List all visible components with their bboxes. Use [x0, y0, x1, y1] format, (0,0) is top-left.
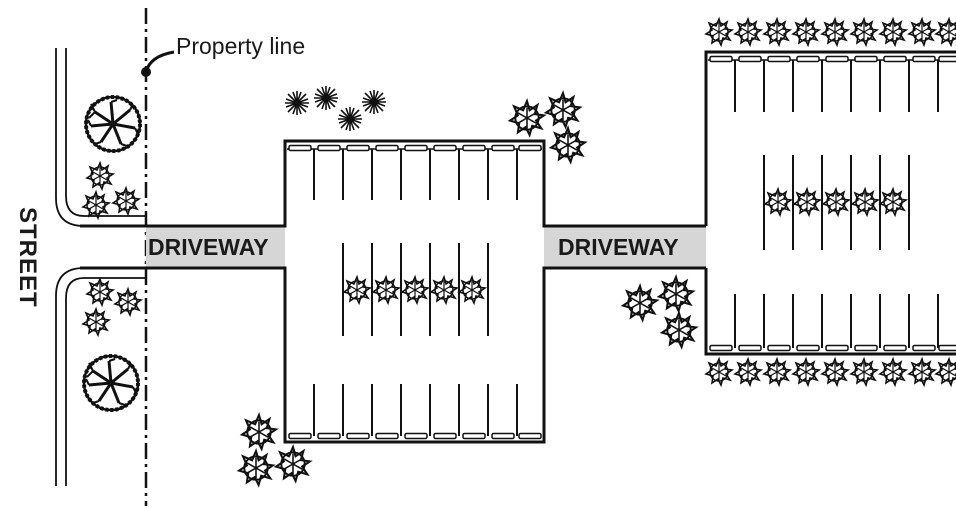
- shrub-icon: [879, 188, 907, 216]
- shrub-icon: [821, 358, 849, 386]
- shrub-icon: [908, 18, 936, 46]
- property-line-label: Property line: [176, 33, 306, 59]
- street-label: STREET: [14, 207, 41, 308]
- shrub-icon: [793, 188, 821, 216]
- shrub-icon: [935, 358, 956, 386]
- tree-icon: [82, 354, 140, 412]
- driveway-2-surface: [544, 226, 706, 268]
- shrub-icon: [705, 358, 733, 386]
- shrub-icon: [458, 276, 486, 304]
- shrub-icon: [851, 188, 879, 216]
- shrub-icon: [763, 18, 791, 46]
- shrub-icon: [792, 18, 820, 46]
- shrub-icon: [822, 188, 850, 216]
- shrub-icon: [238, 450, 274, 486]
- parking-lot-1-outline: [80, 139, 706, 444]
- driveway-1-label: DRIVEWAY: [148, 234, 269, 260]
- shrub-icon: [935, 18, 956, 46]
- shrub-icon: [908, 358, 936, 386]
- shrub-icon: [850, 358, 878, 386]
- lot-2-top-shrubs: [705, 18, 956, 46]
- shrub-icon: [82, 308, 110, 336]
- driveway-1-surface: [146, 226, 285, 268]
- lot-2-bottom-stalls: [709, 294, 956, 352]
- lot-1-island-shrubs: [343, 276, 486, 304]
- shrub-icon: [337, 106, 363, 132]
- shrub-icon: [284, 90, 310, 116]
- shrub-icon: [401, 276, 429, 304]
- shrub-icon: [658, 276, 694, 312]
- shrub-icon: [313, 85, 339, 111]
- shrub-icon: [763, 358, 791, 386]
- shrub-icon: [275, 446, 311, 482]
- lot-2-island-shrubs: [764, 188, 907, 216]
- shrub-icon: [372, 276, 400, 304]
- tree-icon: [84, 95, 142, 153]
- shrub-icon: [86, 278, 114, 306]
- shrub-icon: [343, 276, 371, 304]
- shrub-icon: [361, 89, 387, 115]
- shrub-icon: [82, 191, 110, 219]
- lot-1-top-stalls: [287, 144, 542, 200]
- shrub-icon: [879, 18, 907, 46]
- shrub-icon: [112, 187, 140, 215]
- lot-1-bottom-shrubs: [238, 414, 311, 486]
- shrub-icon: [764, 188, 792, 216]
- shrub-icon: [86, 162, 114, 190]
- shrub-icon: [550, 127, 586, 163]
- parking-lot-2-outline: [704, 50, 956, 356]
- lot-1-center-stalls: [342, 243, 489, 336]
- lot-2-bottom-shrubs: [705, 358, 956, 386]
- shrub-icon: [734, 358, 762, 386]
- shrub-icon: [850, 18, 878, 46]
- shrub-icon: [661, 312, 697, 348]
- driveway-2-label: DRIVEWAY: [558, 234, 679, 260]
- shrub-icon: [705, 18, 733, 46]
- shrub-icon: [509, 100, 545, 136]
- shrub-icon: [114, 288, 142, 316]
- shrub-icon: [430, 276, 458, 304]
- shrub-icon: [622, 285, 658, 321]
- shrub-icon: [792, 358, 820, 386]
- property-line-dot: [141, 67, 151, 77]
- shrub-icon: [879, 358, 907, 386]
- lot-1-bottom-stalls: [288, 384, 542, 440]
- lot-2-top-stalls: [708, 55, 956, 112]
- shrub-icon: [821, 18, 849, 46]
- lot-1-corner-shrubs: [509, 92, 586, 163]
- shrub-icon: [734, 18, 762, 46]
- shrub-icon: [241, 414, 277, 450]
- shrub-icon: [545, 92, 581, 128]
- spiky-shrubs: [284, 85, 387, 132]
- street-shrubs: [82, 162, 142, 336]
- property-line-leader: [144, 50, 175, 73]
- lot-2-center-stalls: [763, 155, 910, 250]
- driveway-2-shrubs: [622, 276, 697, 348]
